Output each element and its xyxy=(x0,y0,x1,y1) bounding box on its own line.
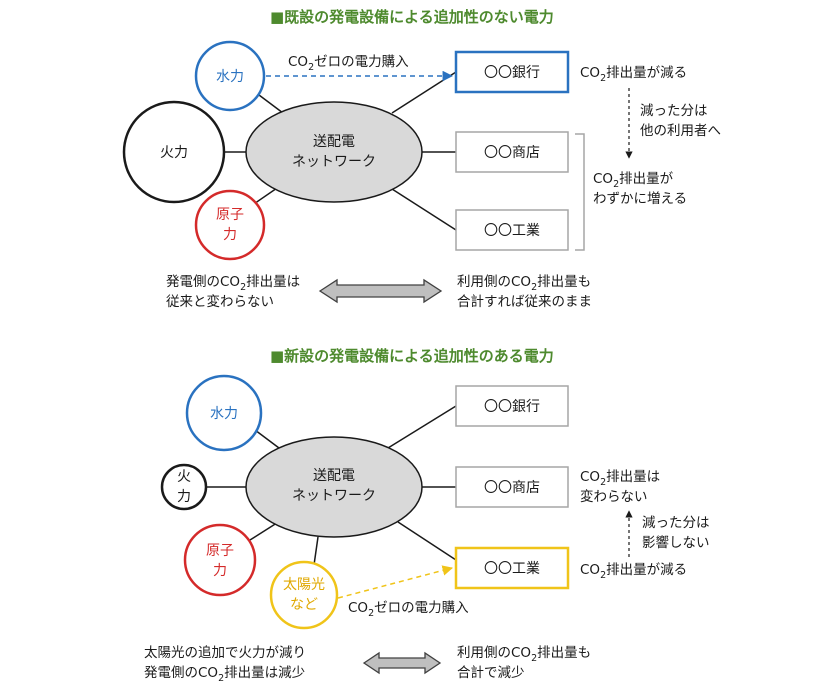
nuclear-label-line1: 原子 xyxy=(206,543,234,559)
thermal-label: 火力 xyxy=(160,145,188,161)
consumer-side-note-line1: 利用側のCO2排出量も xyxy=(457,274,591,293)
shift-note-line1: 減った分は xyxy=(640,102,708,119)
nuclear-label-line1: 原子 xyxy=(216,207,244,223)
industry-label: 〇〇工業 xyxy=(484,561,540,577)
section2-thermal: 火 力 xyxy=(160,463,208,511)
consumer-side-note-line2: 合計で減少 xyxy=(457,664,525,681)
industry-connector xyxy=(397,521,457,561)
section1-grid-network: 送配電 ネットワーク xyxy=(245,101,423,203)
solar-connector xyxy=(313,536,319,566)
bank-box xyxy=(454,50,570,94)
generation-side-note-line1: 太陽光の追加で火力が減り xyxy=(144,644,306,661)
purchase-label: CO2ゼロの電力購入 xyxy=(288,54,409,73)
solar-circle xyxy=(269,560,339,630)
grid-label-line1: 送配電 xyxy=(313,134,355,150)
nuclear-circle xyxy=(183,523,257,597)
section1-shop: 〇〇商店 xyxy=(455,131,569,173)
noeffect-note-line2: 影響しない xyxy=(642,534,710,551)
section2-shop: 〇〇商店 xyxy=(455,466,569,508)
customer-bracket xyxy=(575,133,585,251)
section-new: ■新設の発電設備による追加性のある電力 送配電 ネットワーク 水力 火 力 原 xyxy=(144,347,710,684)
hydro-circle xyxy=(194,40,266,112)
section1-industry: 〇〇工業 xyxy=(455,209,569,251)
shop-nochange-note-line2: 変わらない xyxy=(580,488,648,505)
grid-ellipse xyxy=(245,436,423,538)
generation-side-note-line2: 従来と変わらない xyxy=(166,293,274,310)
purchase-label: CO2ゼロの電力購入 xyxy=(348,600,469,619)
section2-nuclear: 原子 力 xyxy=(183,523,257,597)
section2-grid-network: 送配電 ネットワーク xyxy=(245,436,423,538)
grid-label-line1: 送配電 xyxy=(313,468,355,484)
equivalence-double-arrow xyxy=(318,278,443,304)
section2-solar: 太陽光 など xyxy=(269,560,339,630)
co2-zero-purchase-arrow xyxy=(337,565,454,599)
nuclear-label-line2: 力 xyxy=(213,563,227,579)
consumer-side-note-line1: 利用側のCO2排出量も xyxy=(457,645,591,664)
nuclear-circle xyxy=(194,189,266,261)
hydro-circle xyxy=(185,374,263,452)
bank-box xyxy=(455,385,569,427)
section1-hydro: 水力 xyxy=(194,40,266,112)
section-existing: ■既設の発電設備による追加性のない電力 送配電 ネットワーク 水力 火力 xyxy=(122,8,721,310)
section2-industry: 〇〇工業 xyxy=(454,546,570,590)
noeffect-note-line1: 減った分は xyxy=(642,514,710,531)
grid-ellipse xyxy=(245,101,423,203)
bank-label: 〇〇銀行 xyxy=(484,65,540,81)
thermal-circle xyxy=(160,463,208,511)
section2-heading: ■新設の発電設備による追加性のある電力 xyxy=(270,347,554,365)
bank-label: 〇〇銀行 xyxy=(484,399,540,415)
industry-connector xyxy=(391,188,457,231)
section1-nuclear: 原子 力 xyxy=(194,189,266,261)
increase-note-line1: CO2排出量が xyxy=(593,171,674,190)
bank-connector xyxy=(387,405,457,449)
shop-label: 〇〇商店 xyxy=(484,480,540,496)
solar-label-line1: 太陽光 xyxy=(283,577,325,593)
increase-note-line2: わずかに増える xyxy=(593,191,687,207)
equivalence-double-arrow xyxy=(362,651,442,675)
section2-bank: 〇〇銀行 xyxy=(455,385,569,427)
section1-heading: ■既設の発電設備による追加性のない電力 xyxy=(270,8,554,26)
section1-thermal: 火力 xyxy=(122,100,226,204)
generation-side-note-line2: 発電側のCO2排出量は減少 xyxy=(144,664,305,684)
shop-nochange-note-line1: CO2排出量は xyxy=(580,469,660,488)
thermal-label-line1: 火 xyxy=(177,469,191,485)
section2-hydro: 水力 xyxy=(185,374,263,452)
industry-box xyxy=(455,209,569,251)
solar-label-line2: など xyxy=(290,597,318,613)
industry-box xyxy=(454,546,570,590)
hydro-label: 水力 xyxy=(210,406,238,422)
thermal-label-line2: 力 xyxy=(177,489,191,505)
generation-side-note-line1: 発電側のCO2排出量は xyxy=(166,274,300,293)
nuclear-label-line2: 力 xyxy=(223,227,237,243)
shop-box xyxy=(455,466,569,508)
grid-label-line2: ネットワーク xyxy=(292,488,376,504)
hydro-label: 水力 xyxy=(216,69,244,85)
bank-connector xyxy=(391,71,457,114)
consumer-side-note-line2: 合計すれば従来のまま xyxy=(457,294,592,310)
section1-bank: 〇〇銀行 xyxy=(454,50,570,94)
thermal-circle xyxy=(122,100,226,204)
shop-label: 〇〇商店 xyxy=(484,145,540,161)
bank-co2-reduce-note: CO2排出量が減る xyxy=(580,64,687,84)
shift-note-line2: 他の利用者へ xyxy=(640,123,721,139)
shop-box xyxy=(455,131,569,173)
industry-reduce-note: CO2排出量が減る xyxy=(580,561,687,581)
grid-label-line2: ネットワーク xyxy=(292,154,376,170)
industry-label: 〇〇工業 xyxy=(484,223,540,239)
